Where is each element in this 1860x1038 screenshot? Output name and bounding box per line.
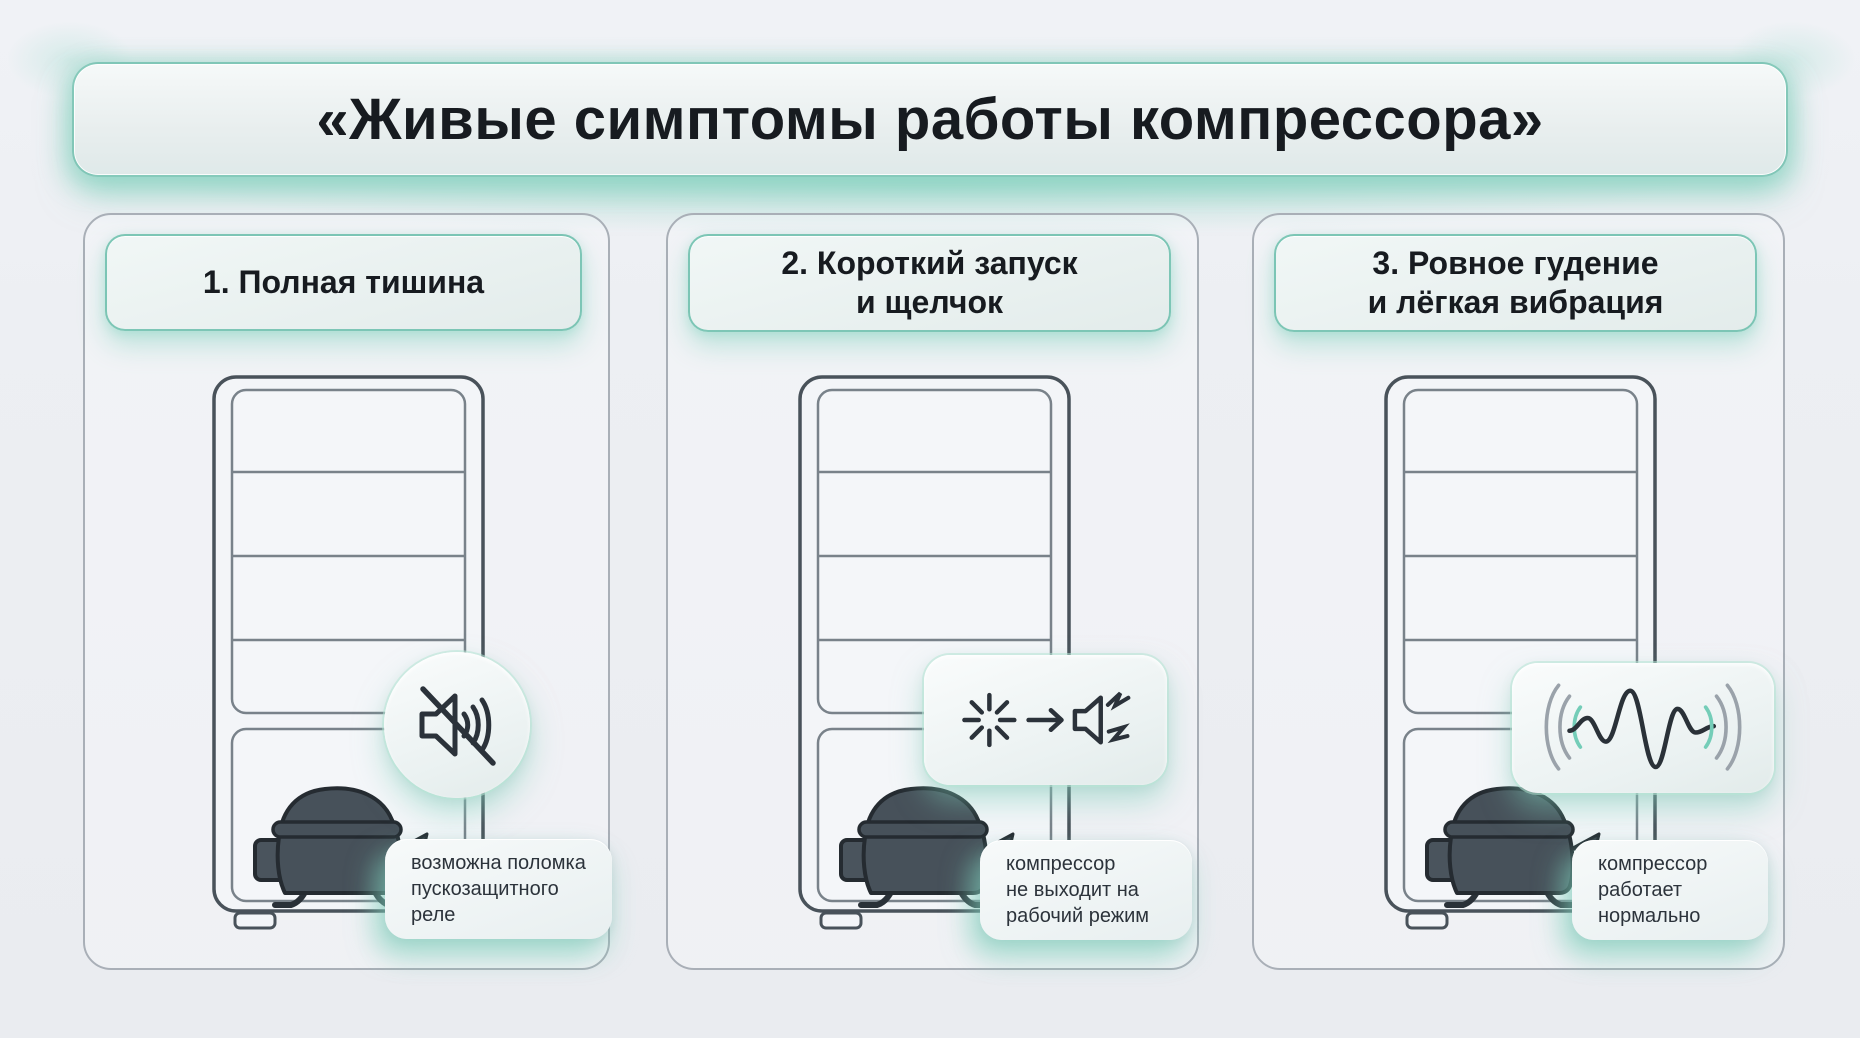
symptom-panel-2: 2. Короткий запуск и щелчок <box>666 213 1199 970</box>
mute-slash <box>420 686 496 766</box>
hum-waveform <box>1567 688 1717 770</box>
spark-burst <box>962 692 1017 748</box>
note-line: возможна поломка <box>411 852 586 874</box>
symptom-panel-1: 1. Полная тишина возможна поломка пускоз… <box>83 213 612 970</box>
icon-badge-silence <box>384 652 530 798</box>
note-callout-2: компрессор не выходит на рабочий режим <box>980 840 1192 940</box>
title-bar: «Живые симптомы работы компрессора» <box>72 62 1788 177</box>
note-line: работает <box>1598 879 1683 901</box>
note-line: рабочий режим <box>1006 905 1150 927</box>
click-bolt <box>1105 691 1131 711</box>
panel-3-header: 3. Ровное гудение и лёгкая вибрация <box>1274 234 1757 333</box>
panel-2-header-line-2: и щелчок <box>855 284 1004 321</box>
panel-1-header-line-1: 1. Полная тишина <box>202 263 485 300</box>
arrow-right-icon <box>1026 707 1064 733</box>
panel-3-header-line-2: и лёгкая вибрация <box>1367 284 1664 321</box>
note-callout-3: компрессор работает нормально <box>1572 840 1768 940</box>
note-line: нормально <box>1598 905 1701 927</box>
symptom-panel-3: 3. Ровное гудение и лёгкая вибрация <box>1252 213 1785 970</box>
note-line: компрессор <box>1006 853 1116 875</box>
click-bolt <box>1106 723 1130 744</box>
panel-2-header: 2. Короткий запуск и щелчок <box>688 234 1171 333</box>
panel-2-header-line-1: 2. Короткий запуск <box>781 245 1078 281</box>
spark-then-click-icon <box>962 691 1131 748</box>
icon-badge-vibration <box>1512 663 1774 793</box>
page-title: «Живые симптомы работы компрессора» <box>316 87 1544 152</box>
vibration-wave-icon <box>1544 683 1742 771</box>
icon-badge-short-start <box>924 655 1167 785</box>
note-line: реле <box>411 904 456 926</box>
speaker-outline <box>419 693 458 757</box>
panel-3-header-line-1: 3. Ровное гудение <box>1372 245 1659 281</box>
sound-wave-arc <box>470 704 481 746</box>
vibration-arcs-right <box>1703 683 1742 771</box>
panel-1-header: 1. Полная тишина <box>105 234 582 331</box>
note-line: пускозащитного <box>411 878 559 900</box>
note-callout-1: возможна поломка пускозащитного реле <box>385 839 612 939</box>
sound-wave-arc <box>479 697 492 753</box>
note-line: не выходит на <box>1006 879 1139 901</box>
note-line: компрессор <box>1598 853 1708 875</box>
muted-speaker-icon <box>419 686 496 766</box>
speaker-outline <box>1072 695 1103 745</box>
